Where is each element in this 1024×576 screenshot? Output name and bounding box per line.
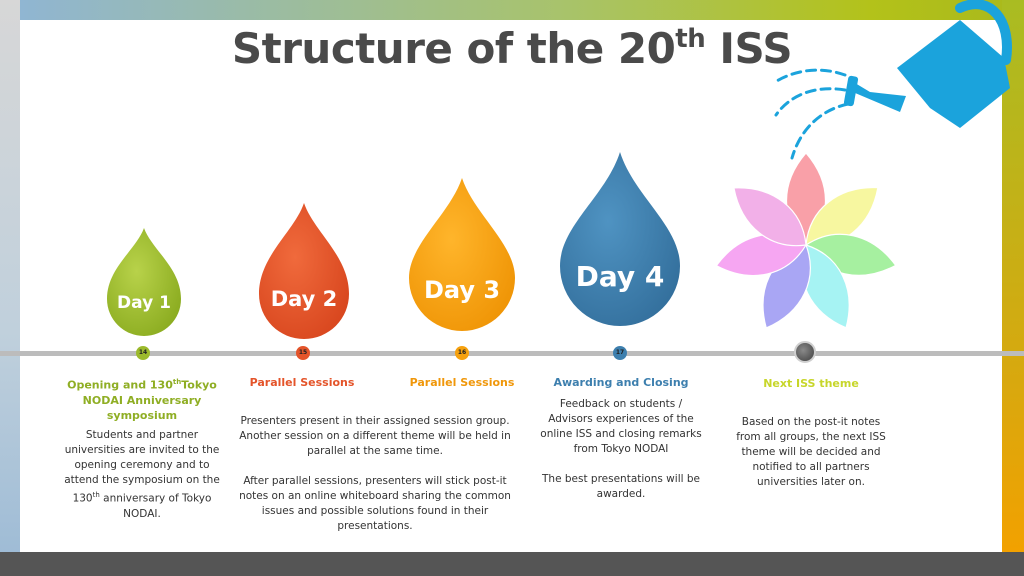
day4-description: Feedback on students / Advisors experien… bbox=[540, 397, 702, 502]
left-border bbox=[0, 0, 20, 552]
timeline-dot-day1: 14 bbox=[136, 346, 150, 360]
day4-label: Day 4 bbox=[575, 260, 665, 293]
water-stream bbox=[773, 68, 850, 160]
day4-p2: The best presentations will be awarded. bbox=[542, 473, 700, 500]
timeline-dot-next bbox=[794, 341, 816, 363]
day4-p1: Feedback on students / Advisors experien… bbox=[540, 398, 702, 455]
right-border bbox=[1002, 0, 1024, 552]
day3-title: Parallel Sessions bbox=[409, 376, 515, 389]
day1-title: Opening and 130thTokyo NODAI Anniversary… bbox=[67, 378, 217, 422]
day3-label: Day 3 bbox=[423, 276, 501, 304]
day1-label: Day 1 bbox=[117, 293, 171, 313]
next-theme-title: Next ISS theme bbox=[763, 377, 859, 390]
parallel-sessions-description: Presenters present in their assigned ses… bbox=[236, 414, 514, 534]
page-title: Structure of the 20th ISS bbox=[231, 24, 793, 73]
day2-title: Parallel Sessions bbox=[249, 376, 355, 389]
day1-description: Students and partner universities are in… bbox=[64, 429, 220, 520]
drop-day1 bbox=[107, 228, 181, 336]
parallel-sessions-p2: After parallel sessions, presenters will… bbox=[239, 475, 511, 532]
day4-title: Awarding and Closing bbox=[553, 376, 689, 389]
drop-day3 bbox=[409, 178, 515, 331]
flower-icon bbox=[715, 152, 897, 329]
timeline bbox=[0, 351, 1024, 356]
watering-can-icon bbox=[843, 0, 1012, 128]
timeline-dot-day4: 17 bbox=[613, 346, 627, 360]
timeline-dot-day2: 15 bbox=[296, 346, 310, 360]
next-theme-description: Based on the post-it notes from all grou… bbox=[736, 416, 886, 488]
day2-label: Day 2 bbox=[270, 287, 338, 311]
bottom-bar bbox=[0, 552, 1024, 576]
parallel-sessions-p1: Presenters present in their assigned ses… bbox=[239, 415, 511, 457]
timeline-dot-day3: 16 bbox=[455, 346, 469, 360]
drop-day2 bbox=[259, 203, 349, 339]
drop-day4 bbox=[560, 152, 680, 326]
